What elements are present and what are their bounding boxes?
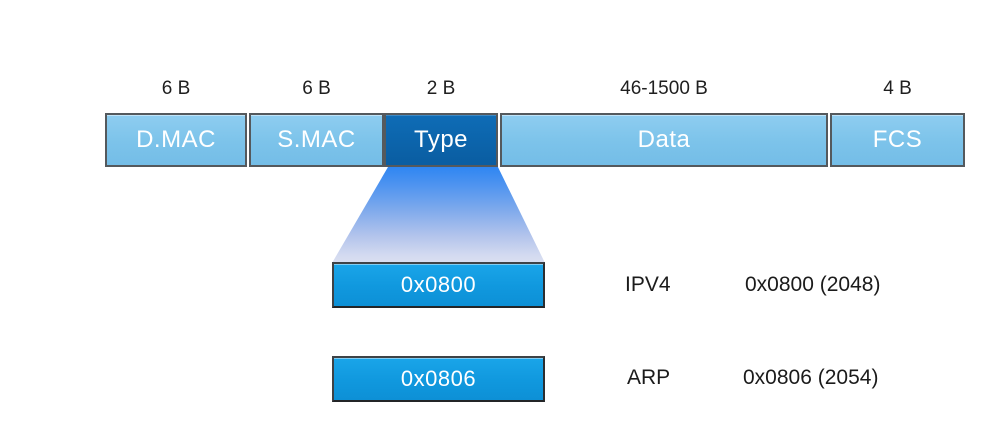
field-size-label-type: 2 B bbox=[426, 78, 456, 99]
ethertype-box-ipv4: 0x0800 bbox=[332, 262, 545, 308]
field-size-label-dmac: 6 B bbox=[161, 78, 191, 99]
frame-field-type: Type bbox=[384, 113, 498, 167]
frame-field-data: Data bbox=[500, 113, 828, 167]
frame-field-fcs: FCS bbox=[830, 113, 965, 167]
field-size-label-fcs: 4 B bbox=[883, 78, 912, 99]
ethertype-box-arp: 0x0806 bbox=[332, 356, 545, 402]
field-size-label-smac: 6 B bbox=[302, 78, 331, 99]
frame-field-dmac: D.MAC bbox=[105, 113, 247, 167]
field-size-label-data: 46-1500 B bbox=[620, 78, 708, 99]
protocol-code-ipv4: 0x0800 (2048) bbox=[745, 273, 881, 296]
type-expansion-funnel bbox=[332, 167, 545, 263]
frame-field-smac: S.MAC bbox=[249, 113, 384, 167]
protocol-name-ipv4: IPV4 bbox=[625, 273, 671, 296]
protocol-code-arp: 0x0806 (2054) bbox=[743, 366, 879, 389]
protocol-name-arp: ARP bbox=[627, 366, 671, 389]
